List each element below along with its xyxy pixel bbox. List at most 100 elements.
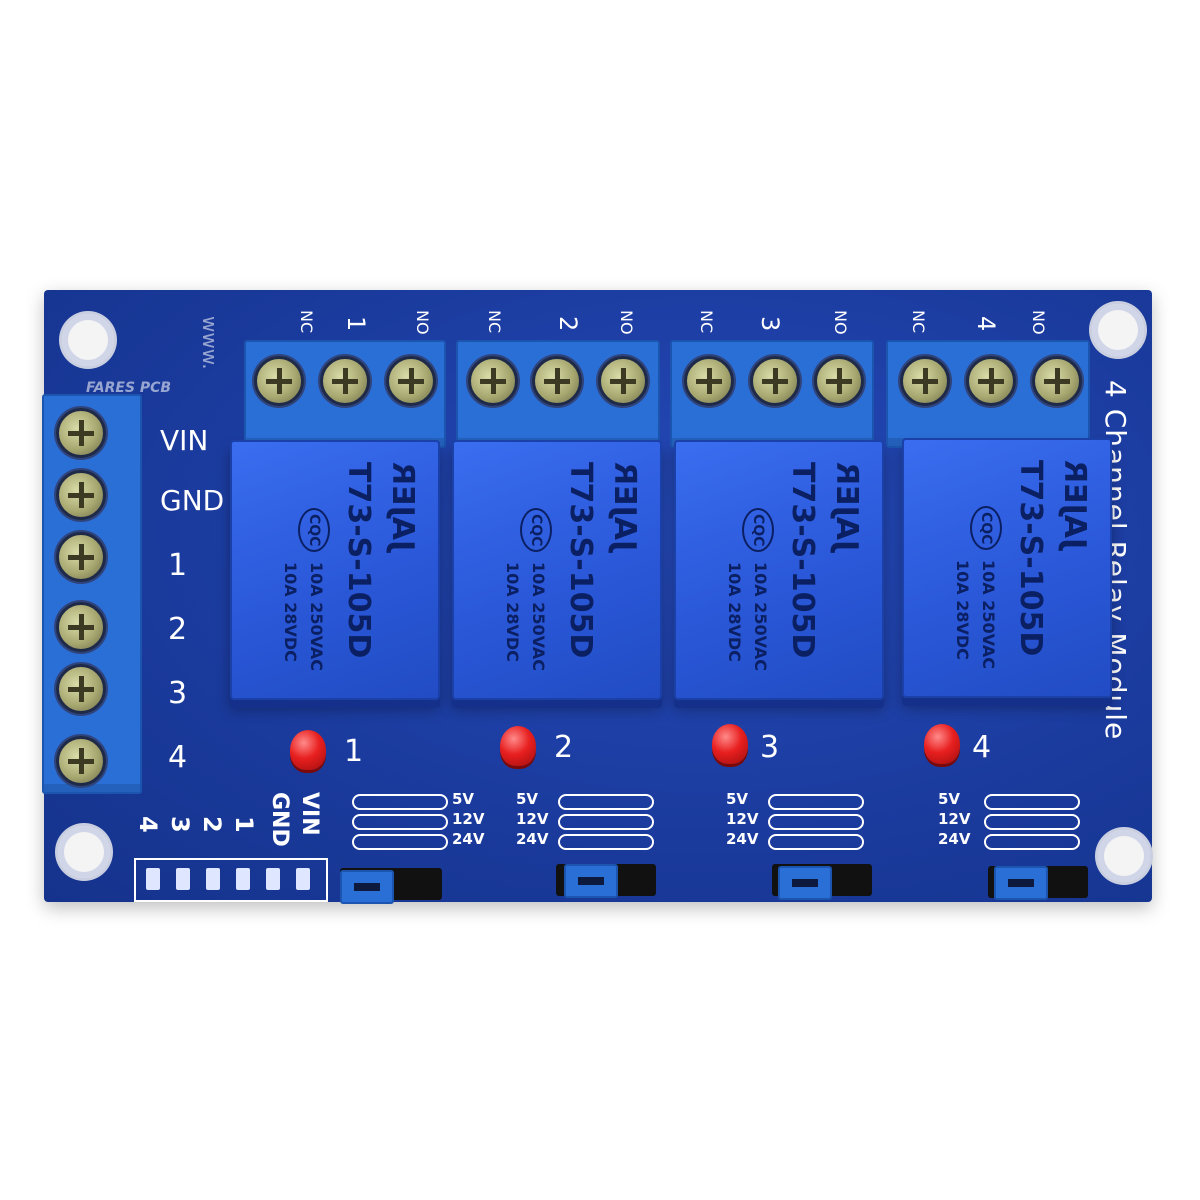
voltage-jumper-row — [352, 834, 448, 850]
v-label-24v: 24V — [938, 830, 971, 848]
mounting-hole-top-left — [62, 314, 114, 366]
input-screw-2[interactable] — [56, 602, 106, 652]
v-label-5v: 5V — [726, 790, 749, 808]
input-label-gnd: GND — [160, 484, 225, 517]
voltage-jumper-row — [558, 834, 654, 850]
mounting-hole-bottom-right — [1098, 830, 1150, 882]
relay-2-model: T73-S-105D — [563, 462, 598, 659]
led-4-label: 4 — [972, 730, 992, 765]
led-4 — [924, 724, 960, 764]
bottom-label-4: 4 — [134, 816, 162, 833]
output-screw-4-no[interactable] — [1032, 356, 1082, 406]
channel-4-number: 4 — [972, 316, 1000, 332]
bottom-label-2: 2 — [198, 816, 226, 833]
voltage-jumper-row — [352, 814, 448, 830]
relay-4-cert: CQC — [970, 506, 1002, 551]
relay-3-cert: CQC — [742, 508, 774, 553]
relay-2-cert: CQC — [520, 508, 552, 553]
output-screw-1-com[interactable] — [320, 356, 370, 406]
output-screw-2-com[interactable] — [532, 356, 582, 406]
input-pin-header[interactable] — [134, 858, 328, 902]
relay-4-brand: JAJER — [1057, 460, 1092, 550]
channel-4-no-label: NO — [1029, 310, 1048, 335]
relay-1-cert: CQC — [298, 508, 330, 553]
relay-3-brand: JAJER — [829, 462, 864, 552]
relay-4: JAJER T73-S-105D CQC 10A 250VAC 10A 28VD… — [902, 438, 1112, 698]
input-label-vin: VIN — [160, 424, 209, 457]
v-label-12v: 12V — [938, 810, 971, 828]
voltage-jumper-row — [984, 814, 1080, 830]
header-pad[interactable] — [206, 868, 220, 890]
header-pad[interactable] — [176, 868, 190, 890]
input-screw-vin[interactable] — [56, 408, 106, 458]
mounting-hole-top-right — [1092, 304, 1144, 356]
input-label-2: 2 — [168, 612, 188, 647]
header-pad[interactable] — [236, 868, 250, 890]
channel-1-no-label: NO — [413, 310, 432, 335]
relay-1-model: T73-S-105D — [341, 462, 376, 659]
led-3-label: 3 — [760, 730, 780, 765]
relay-3-rating-ac: 10A 250VAC — [751, 562, 770, 672]
output-screw-2-nc[interactable] — [468, 356, 518, 406]
url-text: www. — [198, 316, 222, 370]
led-2 — [500, 726, 536, 766]
channel-2-nc-label: NC — [485, 310, 504, 334]
relay-4-model: T73-S-105D — [1013, 460, 1048, 657]
voltage-jumper-row — [984, 794, 1080, 810]
voltage-jumper-row — [984, 834, 1080, 850]
relay-1: JAJER T73-S-105D CQC 10A 250VAC 10A 28VD… — [230, 440, 440, 700]
header-pad[interactable] — [296, 868, 310, 890]
bottom-label-gnd: GND — [267, 792, 292, 847]
led-3 — [712, 724, 748, 764]
relay-1-rating-dc: 10A 28VDC — [281, 562, 300, 662]
voltage-jumper-row — [558, 794, 654, 810]
led-1-label: 1 — [344, 734, 364, 769]
output-screw-3-nc[interactable] — [684, 356, 734, 406]
output-screw-3-no[interactable] — [814, 356, 864, 406]
v-label-5v: 5V — [938, 790, 961, 808]
input-screw-gnd[interactable] — [56, 470, 106, 520]
maker-text: FARES PCB — [86, 380, 172, 396]
voltage-jumper-row — [768, 794, 864, 810]
header-pad[interactable] — [266, 868, 280, 890]
output-screw-2-no[interactable] — [598, 356, 648, 406]
relay-3-rating-dc: 10A 28VDC — [725, 562, 744, 662]
v-label-12v: 12V — [516, 810, 549, 828]
output-screw-4-nc[interactable] — [900, 356, 950, 406]
bottom-label-1: 1 — [230, 816, 258, 833]
v-label-5v: 5V — [516, 790, 539, 808]
jumper-cap-4[interactable] — [994, 866, 1048, 900]
voltage-jumper-row — [768, 834, 864, 850]
jumper-cap-2[interactable] — [564, 864, 618, 898]
input-label-1: 1 — [168, 548, 188, 583]
output-screw-1-nc[interactable] — [254, 356, 304, 406]
header-pad[interactable] — [146, 868, 160, 890]
input-terminal-block[interactable] — [42, 394, 142, 794]
input-label-4: 4 — [168, 740, 188, 775]
output-screw-3-com[interactable] — [750, 356, 800, 406]
mounting-hole-bottom-left — [58, 826, 110, 878]
relay-1-rating-ac: 10A 250VAC — [307, 562, 326, 672]
input-screw-4[interactable] — [56, 736, 106, 786]
channel-2-number: 2 — [554, 316, 582, 332]
input-label-3: 3 — [168, 676, 188, 711]
input-screw-3[interactable] — [56, 664, 106, 714]
v-label-24v: 24V — [516, 830, 549, 848]
input-screw-1[interactable] — [56, 532, 106, 582]
bottom-label-vin: VIN — [297, 792, 322, 836]
v-label-12v: 12V — [726, 810, 759, 828]
channel-2-no-label: NO — [617, 310, 636, 335]
jumper-cap-3[interactable] — [778, 866, 832, 900]
channel-3-nc-label: NC — [697, 310, 716, 334]
relay-3: JAJER T73-S-105D CQC 10A 250VAC 10A 28VD… — [674, 440, 884, 700]
v-label-12v: 12V — [452, 810, 485, 828]
relay-4-rating-ac: 10A 250VAC — [979, 560, 998, 670]
relay-2-rating-ac: 10A 250VAC — [529, 562, 548, 672]
relay-4-rating-dc: 10A 28VDC — [953, 560, 972, 660]
jumper-cap-1[interactable] — [340, 870, 394, 904]
bottom-label-3: 3 — [166, 816, 194, 833]
output-screw-4-com[interactable] — [966, 356, 1016, 406]
channel-3-number: 3 — [756, 316, 784, 332]
output-screw-1-no[interactable] — [386, 356, 436, 406]
relay-2-rating-dc: 10A 28VDC — [503, 562, 522, 662]
